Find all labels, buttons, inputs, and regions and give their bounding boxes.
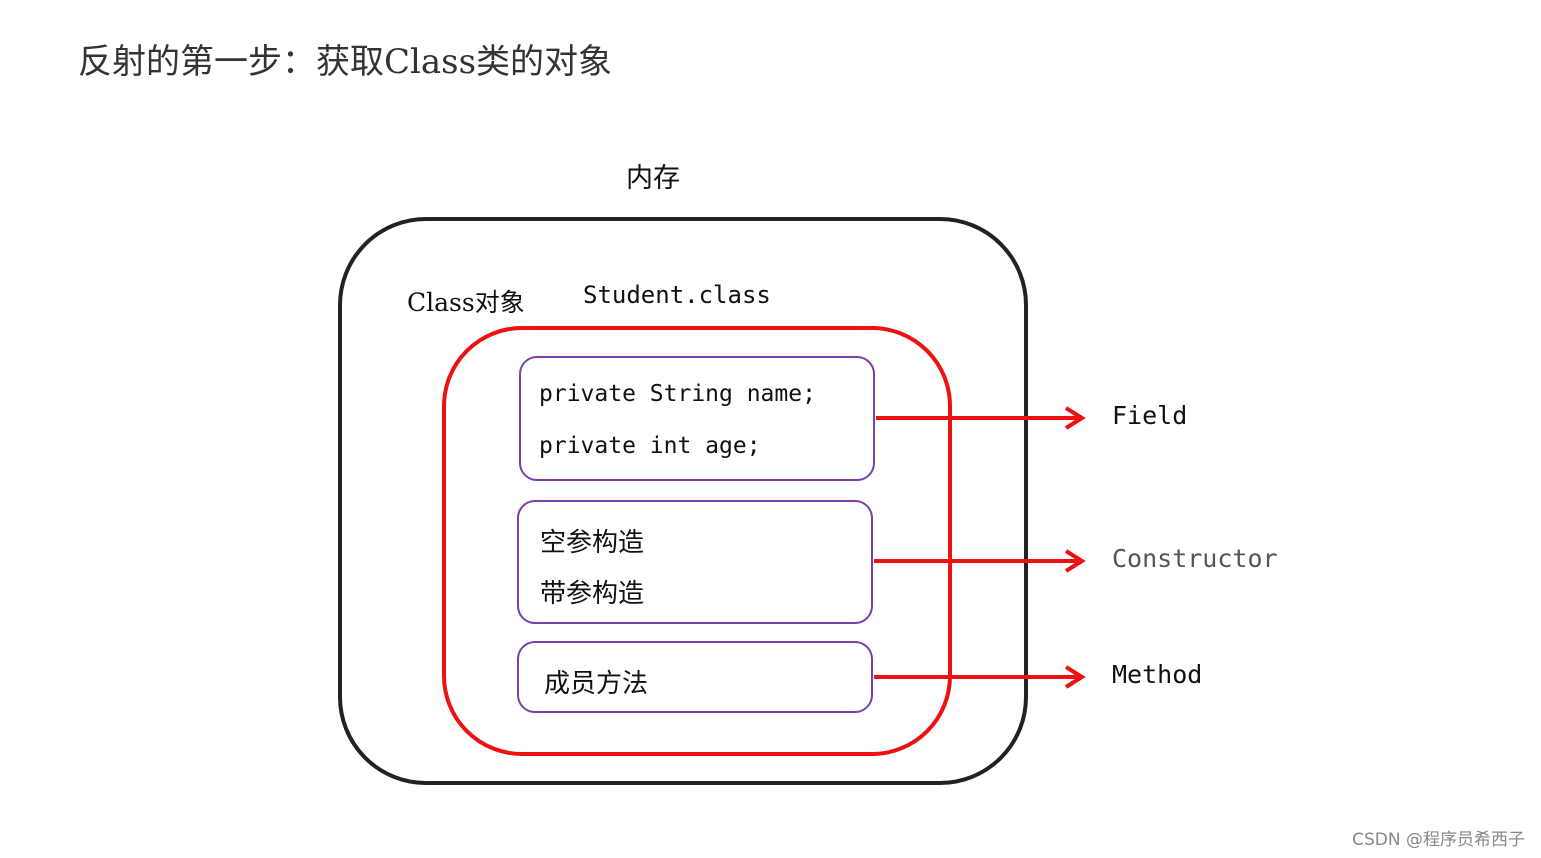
constructor-line: 带参构造 — [540, 579, 645, 609]
watermark: CSDN @程序员希西子 — [1352, 830, 1525, 850]
field-line: private String name; — [539, 381, 816, 407]
constructor-target-label: Constructor — [1112, 544, 1278, 573]
memory-container — [338, 217, 1028, 785]
method-line: 成员方法 — [544, 669, 649, 699]
field-target-label: Field — [1112, 401, 1188, 430]
fields-box — [519, 356, 875, 481]
memory-label: 内存 — [626, 163, 680, 194]
field-line: private int age; — [539, 433, 761, 459]
constructor-line: 空参构造 — [540, 528, 645, 558]
method-target-label: Method — [1112, 660, 1203, 689]
page-title: 反射的第一步：获取Class类的对象 — [78, 42, 613, 82]
class-object-label: Class对象 — [407, 288, 525, 317]
class-object-box — [442, 326, 952, 756]
methods-box — [517, 641, 873, 713]
constructors-box — [517, 500, 873, 624]
class-file-label: Student.class — [583, 281, 771, 309]
